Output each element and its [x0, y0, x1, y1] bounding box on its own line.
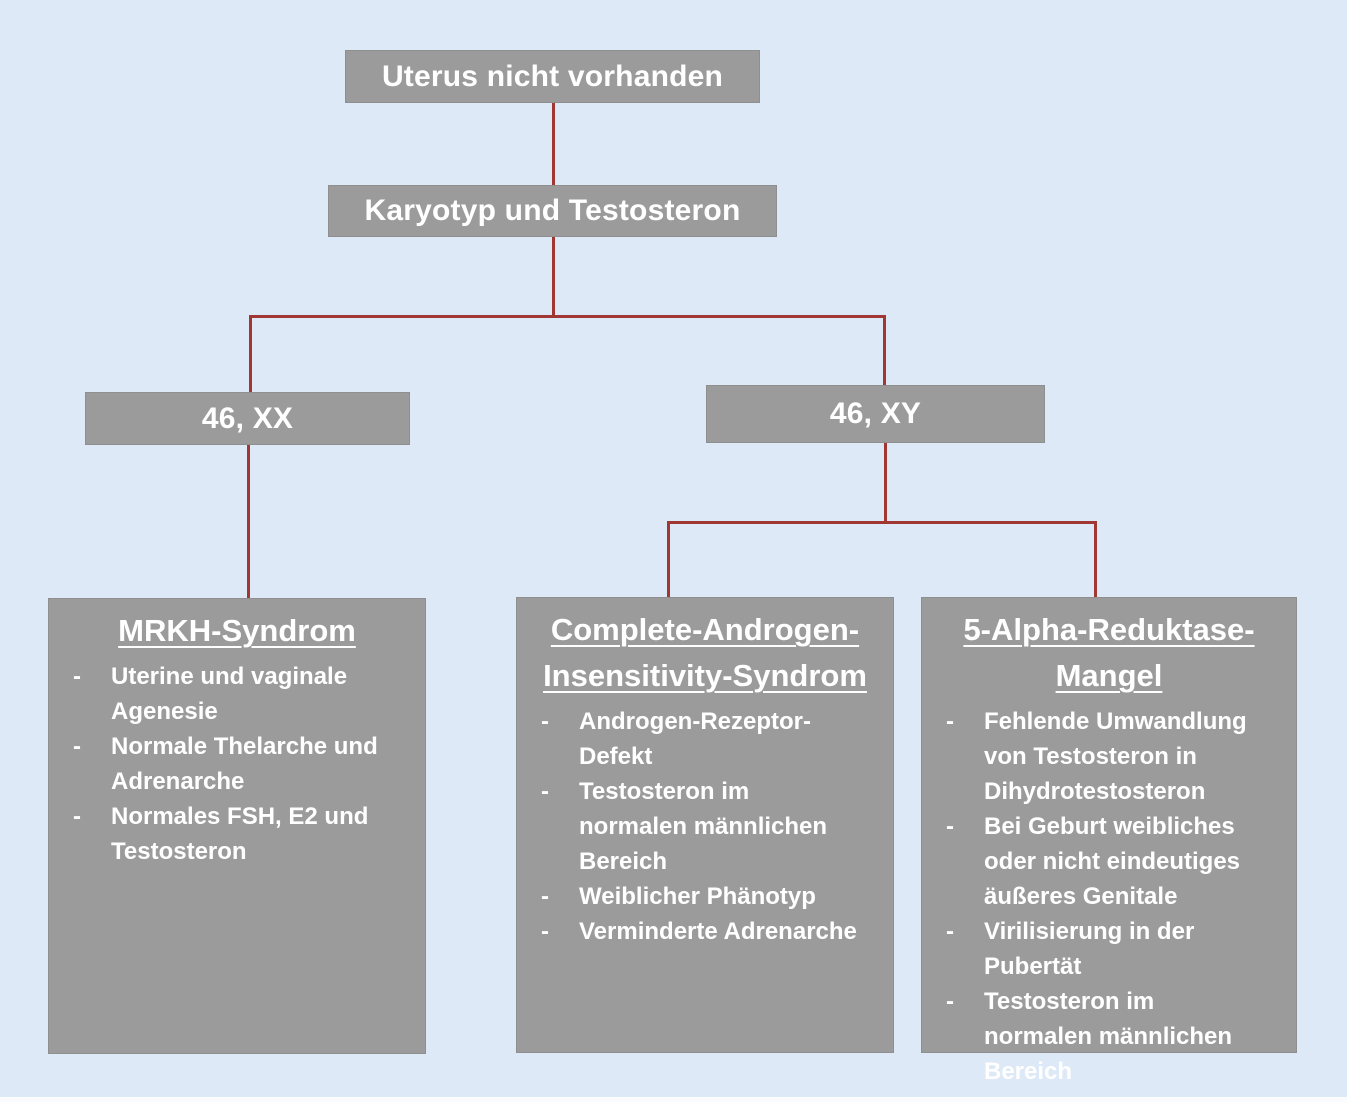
bullet-dash: -: [946, 918, 954, 945]
node-5-alpha-reduktase-mangel: 5-Alpha-Reduktase-Mangel - Fehlende Umwa…: [921, 597, 1297, 1085]
connector-branch2-horizontal: [667, 521, 1096, 524]
bullet-text: Uterine und vaginale Agenesie: [111, 663, 348, 725]
bullet-text: Fehlende Umwandlung von Testosteron in D…: [984, 708, 1247, 805]
cais-title: Complete-Androgen-Insensitivity-Syndrom: [543, 612, 867, 693]
alpha-title: 5-Alpha-Reduktase-Mangel: [963, 612, 1255, 693]
node-complete-androgen-insensitivity-syndrom: Complete-Androgen-Insensitivity-Syndrom …: [516, 597, 894, 1053]
connector-root-to-karyotyp: [552, 103, 555, 185]
bullet-text: Normales FSH, E2 und Testosteron: [111, 803, 369, 865]
node-label: 46, XX: [201, 401, 294, 435]
bullet-item: - Weiblicher Phänotyp: [527, 879, 883, 914]
connector-branch2-to-cais: [667, 521, 670, 597]
bullet-item: - Testosteron im normalen männlichen Ber…: [527, 774, 883, 879]
bullet-text: Virilisierung in der Pubertät: [984, 918, 1195, 980]
node-label: 46, XY: [829, 397, 922, 430]
bullet-dash: -: [946, 988, 954, 1015]
cais-bullet-list: - Androgen-Rezeptor-Defekt - Testosteron…: [527, 704, 883, 949]
bullet-text: Weiblicher Phänotyp: [579, 883, 816, 910]
bullet-dash: -: [946, 813, 954, 840]
node-46-xy: 46, XY: [706, 385, 1045, 443]
bullet-dash: -: [73, 663, 81, 690]
bullet-item: - Normales FSH, E2 und Testosteron: [59, 799, 415, 869]
node-label: Uterus nicht vorhanden: [381, 59, 724, 93]
bullet-dash: -: [541, 883, 549, 910]
connector-branch1-to-46xx: [249, 315, 252, 392]
page-bottom-edge: [0, 1097, 1347, 1102]
bullet-text: Testosteron im normalen männlichen Berei…: [579, 778, 828, 875]
node-uterus-nicht-vorhanden: Uterus nicht vorhanden: [345, 50, 760, 103]
bullet-dash: -: [541, 708, 549, 735]
bullet-text: Verminderte Adrenarche: [579, 918, 857, 945]
node-karyotyp-und-testosteron: Karyotyp und Testosteron: [328, 185, 777, 237]
connector-branch2-to-alpha: [1094, 521, 1097, 597]
connector-branch1-to-46xy: [883, 315, 886, 385]
bullet-dash: -: [73, 803, 81, 830]
bullet-text: Androgen-Rezeptor-Defekt: [579, 708, 811, 770]
bullet-item: - Normale Thelarche und Adrenarche: [59, 729, 415, 799]
bullet-dash: -: [541, 918, 549, 945]
bullet-dash: -: [946, 708, 954, 735]
mrkh-title: MRKH-Syndrom: [118, 613, 356, 648]
connector-branch1-horizontal: [249, 315, 885, 318]
mrkh-bullet-list: - Uterine und vaginale Agenesie - Normal…: [59, 659, 415, 869]
node-46-xx: 46, XX: [85, 392, 410, 445]
connector-46xy-down: [884, 443, 887, 521]
node-label: Karyotyp und Testosteron: [364, 194, 741, 227]
bullet-item: - Bei Geburt weibliches oder nicht einde…: [932, 809, 1286, 914]
bullet-text: Normale Thelarche und Adrenarche: [111, 733, 378, 795]
bullet-item: - Virilisierung in der Pubertät: [932, 914, 1286, 984]
bullet-item: - Verminderte Adrenarche: [527, 914, 883, 949]
bullet-item: - Androgen-Rezeptor-Defekt: [527, 704, 883, 774]
bullet-text: Testosteron im normalen männlichen Berei…: [984, 988, 1233, 1085]
bullet-dash: -: [541, 778, 549, 805]
bullet-item: - Fehlende Umwandlung von Testosteron in…: [932, 704, 1286, 809]
bullet-item: - Testosteron im normalen männlichen Ber…: [932, 984, 1286, 1089]
connector-46xx-to-mrkh: [247, 445, 250, 598]
connector-karyotyp-down: [552, 237, 555, 315]
alpha-bullet-list: - Fehlende Umwandlung von Testosteron in…: [932, 704, 1286, 1089]
bullet-item: - Uterine und vaginale Agenesie: [59, 659, 415, 729]
bullet-dash: -: [73, 733, 81, 760]
node-mrkh-syndrom: MRKH-Syndrom - Uterine und vaginale Agen…: [48, 598, 426, 1054]
bullet-text: Bei Geburt weibliches oder nicht eindeut…: [984, 813, 1241, 910]
